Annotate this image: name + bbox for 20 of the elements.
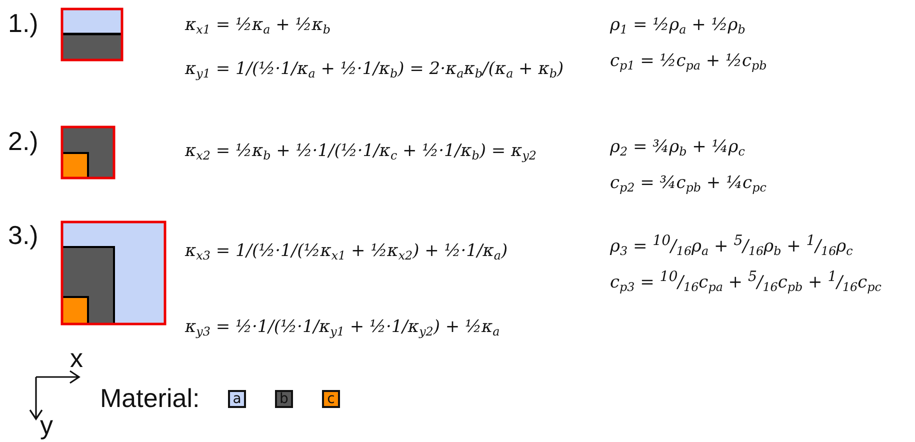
legend-text: b bbox=[280, 391, 288, 407]
equation: c$_{p2}$ = ¾c$_{pb}$ + ¼c$_{pc}$ bbox=[610, 172, 766, 196]
equation: κ$_{y3}$ = ½·1/(½·1/κ$_{y1}$ + ½·1/κ$_{y2}$) + ½κ$_{a}$ bbox=[185, 316, 500, 340]
equation: ρ$_{2}$ = ¾ρ$_{b}$ + ¼ρ$_{c}$ bbox=[610, 136, 745, 160]
equation: ρ$_{1}$ = ½ρ$_{a}$ + ½ρ$_{b}$ bbox=[610, 14, 746, 38]
equation: c$_{p1}$ = ½c$_{pa}$ + ½c$_{pb}$ bbox=[610, 50, 767, 74]
item-number: 3.) bbox=[8, 222, 38, 248]
legend-text: a bbox=[232, 391, 242, 407]
equation: κ$_{y1}$ = 1/(½·1/κ$_{a}$ + ½·1/κ$_{b}$) = 2·κ$_{a}$κ$_{b}$/(κ$_{a}$ + κ$_{b}$) bbox=[185, 58, 564, 82]
equation: κ$_{x3}$ = 1/(½·1/(½κ$_{x1}$ + ½κ$_{x2}$) + ½·1/κ$_{a}$) bbox=[185, 240, 508, 264]
legend-text: c bbox=[327, 391, 335, 407]
axis-label: x bbox=[70, 345, 83, 371]
legend-title: Material: bbox=[100, 385, 200, 411]
item-number: 2.) bbox=[8, 128, 38, 154]
equation: κ$_{x2}$ = ½κ$_{b}$ + ½·1/(½·1/κ$_{c}$ + ½·1/κ$_{b}$) = κ$_{y2}$ bbox=[185, 140, 536, 164]
equation: c$_{p3}$ = $^{10}$/$_{16}$c$_{pa}$ + $^{5}$/$_{16}$c$_{pb}$ + $^{1}$/$_{16}$c$_{pc}$ bbox=[610, 268, 882, 296]
equation: ρ$_{3}$ = $^{10}$/$_{16}$ρ$_{a}$ + $^{5}$/$_{16}$ρ$_{b}$ + $^{1}$/$_{16}$ρ$_{c}$ bbox=[610, 232, 853, 260]
equation: κ$_{x1}$ = ½κ$_{a}$ + ½κ$_{b}$ bbox=[185, 14, 331, 38]
item-number: 1.) bbox=[8, 10, 38, 36]
axis-label: y bbox=[40, 412, 53, 438]
